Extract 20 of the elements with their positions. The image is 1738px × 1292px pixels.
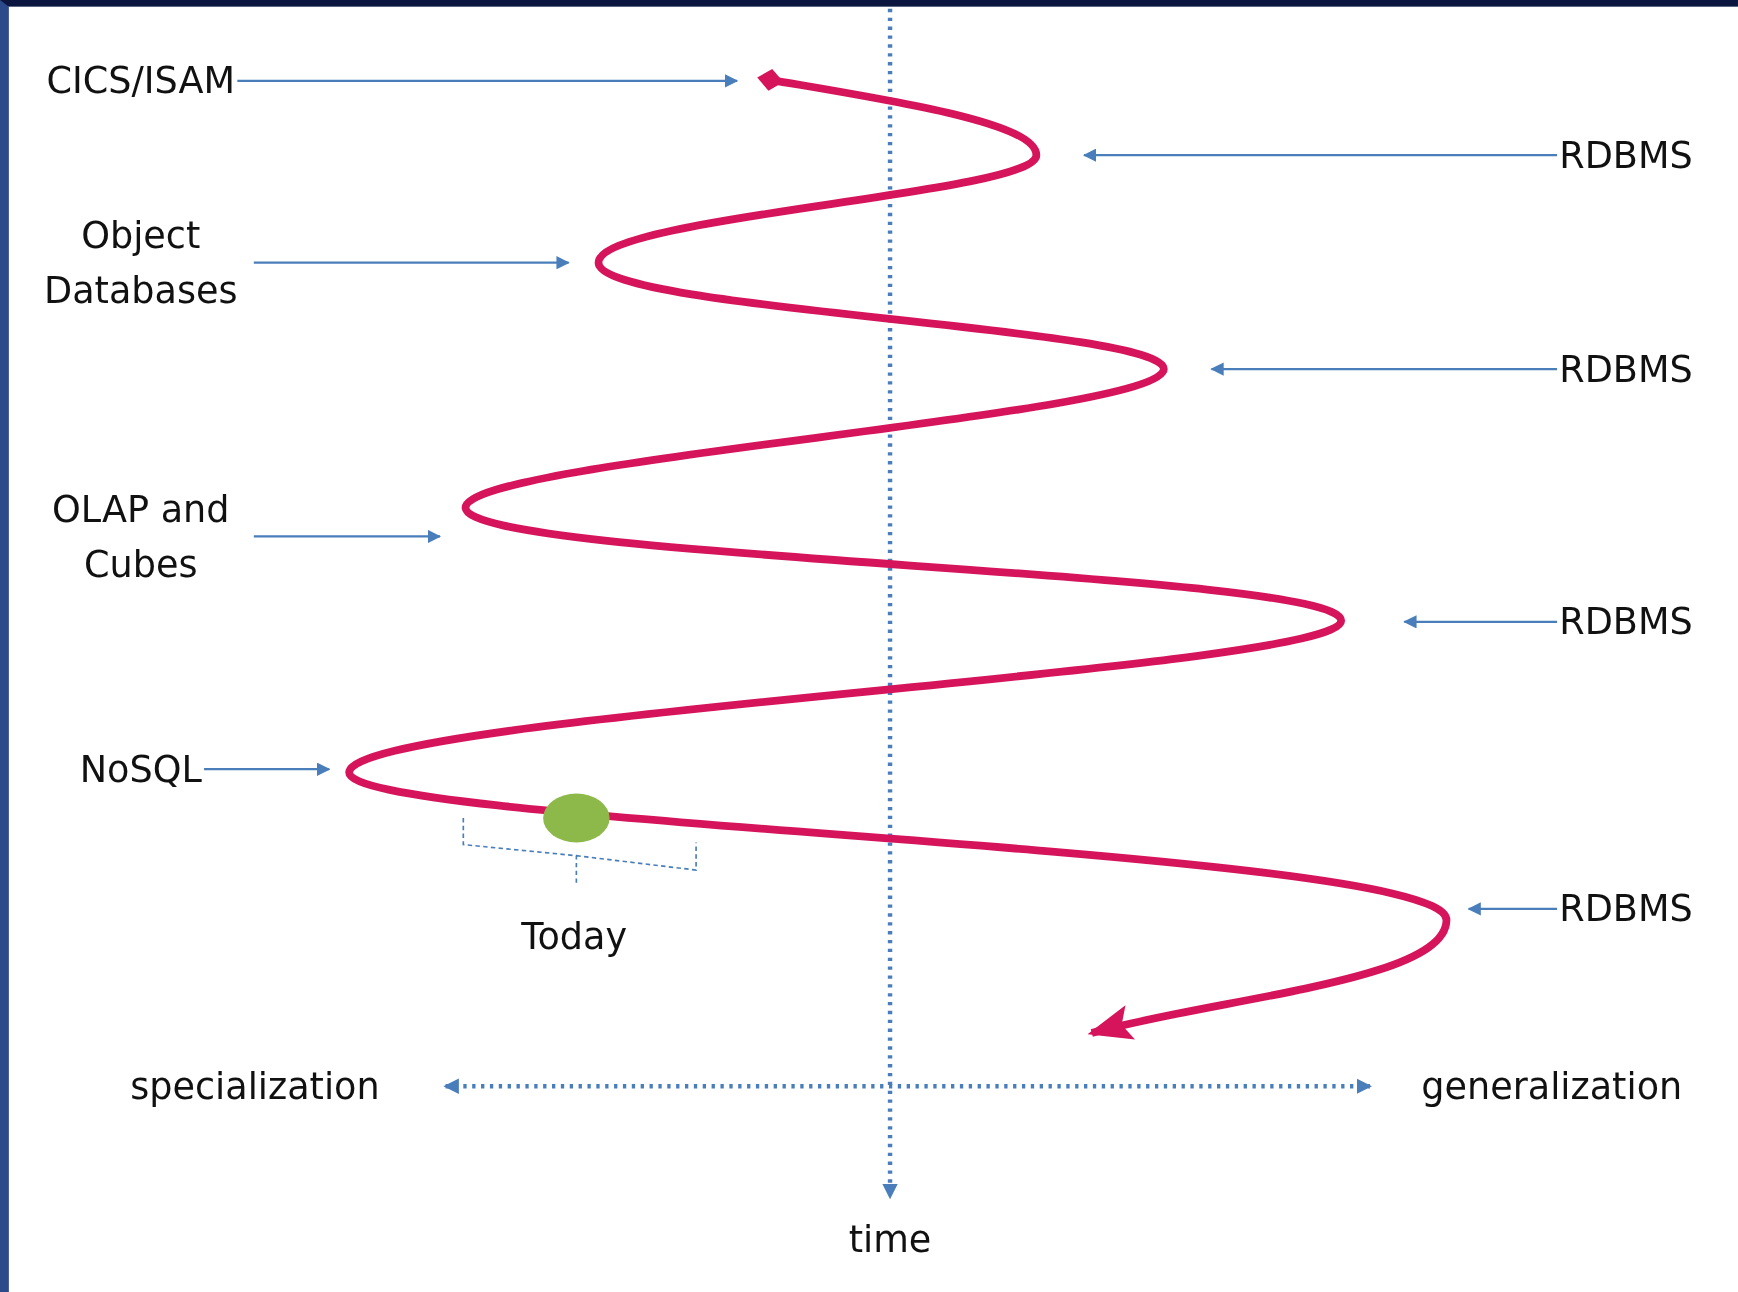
arrow — [237, 74, 739, 88]
technology-label: CICS/ISAM — [46, 53, 236, 109]
today-label: Today — [521, 913, 628, 960]
technology-label: RDBMS — [1559, 127, 1693, 183]
arrow — [1210, 362, 1558, 376]
technology-label: Object Databases — [29, 207, 252, 318]
arrow — [1082, 148, 1558, 162]
arrow — [1403, 615, 1558, 629]
technology-label: RDBMS — [1559, 594, 1693, 650]
technology-label: NoSQL — [79, 741, 202, 797]
axis-label: generalization — [1421, 1063, 1683, 1110]
technology-label: RDBMS — [1559, 341, 1693, 397]
arrow — [204, 762, 331, 776]
arrow — [253, 529, 442, 544]
technology-label: OLAP and Cubes — [29, 481, 252, 592]
technology-label: RDBMS — [1559, 881, 1693, 937]
arrow — [1467, 902, 1558, 916]
axis-label: time — [848, 1216, 932, 1263]
arrow — [253, 256, 570, 270]
axis-label: specialization — [130, 1063, 380, 1110]
